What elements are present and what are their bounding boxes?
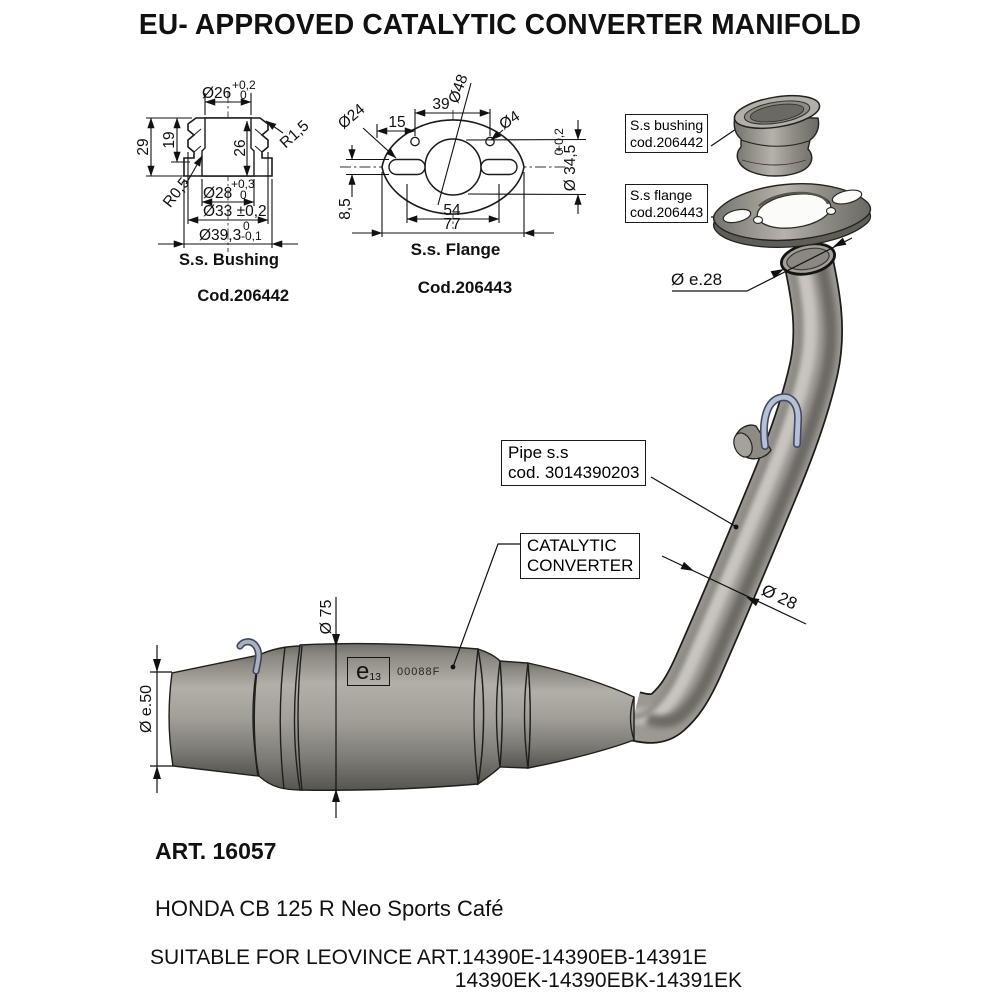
bushing-caption: S.s. Bushing Cod.206442 [179,251,289,305]
bushing-caption-line2: Cod.206442 [197,287,290,305]
pipe-render [615,242,843,744]
dim-bushing-base-tol-lo: -0,1 [241,229,262,243]
suitable-line1: SUITABLE FOR LEOVINCE ART.14390E-14390EB… [150,946,708,969]
dim-bushing-mid-dia: Ø33 ±0,2 [203,203,267,220]
bushing-caption-line1: S.s. Bushing [179,251,279,269]
dim-bushing-bore-tol-hi: +0,3 [231,177,255,191]
bushing-render-seam [740,139,810,147]
dim-bushing-radius-outer: R1,5 [277,117,313,152]
page-title: EU- APPROVED CATALYTIC CONVERTER MANIFOL… [138,9,862,41]
converter-tag-line2: CONVERTER [527,556,634,575]
dim-bushing-base-tol-hi: 0 [243,219,250,233]
dim-body-dia: Ø 75 [318,600,335,635]
bushing-render [733,94,821,177]
dim-flange-slot-offset: 8,5 [337,198,354,220]
converter-left-cap [252,645,303,791]
dim-bushing-bore-depth: 26 [232,139,249,156]
converter-tag: CATALYTIC CONVERTER [520,533,641,579]
bushing-groove-lines [193,128,263,153]
bushing-tag: S.s bushing cod.206442 [625,114,709,153]
converter-cone [527,662,635,769]
e-mark-approval-code: 00088F [397,665,441,678]
dim-flange-center-tol-hi: +0,2 [552,128,566,152]
dim-outlet-dia: Ø e.50 [138,685,155,733]
pipe-shading [615,255,837,728]
suitable-line2: 14390EK-14390EBK-14391EK [454,969,742,992]
dim-flange-width: 77 [443,216,460,233]
pipe-tag-line1: Pipe s.s [508,443,569,462]
bushing-render-seam2 [741,159,807,166]
flange-slot-right [480,158,518,176]
pipe-tag: Pipe s.s cod. 3014390203 [501,440,647,486]
flange-render-slot-right [831,189,863,205]
flange-render [712,183,872,249]
dim-pipe-dia: Ø 28 [759,581,800,614]
flange-small-hole-left [410,136,420,147]
flange-render-hole-shadow [758,191,830,207]
dim-bushing-bore-tol-lo: 0 [240,188,247,202]
bushing-tag-line1: S.s bushing [630,117,704,133]
dim-flange-center-tol-lo: 0 [552,148,566,155]
converter-render [168,642,635,791]
flange-drawing: Ø24 Ø48 Ø4 39 15 8,5 54 77 Ø 34,5 +0,2 0 [335,72,587,237]
dim-flange-center-dia: Ø 34,5 [562,145,579,192]
flange-render-slot-left [722,208,752,224]
spring-hooks [236,393,803,675]
pipe-tag-line2: cod. 3014390203 [508,463,640,482]
dim-flange-slot-dia: Ø24 [335,100,369,132]
converter-outlet-sleeve [168,654,260,777]
leader-dot [733,524,739,530]
assembly-dimension-arrows [153,121,847,802]
dim-flange-slot-span: 54 [443,202,461,219]
article-number: ART. 16057 [155,838,277,864]
converter-hook-icon [238,639,261,673]
dim-flange-hole-dia: Ø4 [496,108,523,134]
flange-tag: S.s flange cod.206443 [625,184,709,223]
flange-render-hole-right [825,207,837,215]
dim-flange-hole-span: 39 [432,96,449,113]
dim-bushing-top-tol-hi: +0,2 [232,78,256,92]
bushing-tag-line2: cod.206442 [630,133,704,150]
dim-bushing-height: 29 [135,138,152,155]
pipe-hook-icon [761,394,801,449]
leader-dot [450,664,456,670]
dim-bushing-base-dia: Ø39,3 [199,227,241,244]
dim-flange-center-dia-group: Ø 34,5 +0,2 0 [552,128,579,191]
dim-bushing-top-dia: Ø26 [202,85,231,102]
e-mark-number: 13 [369,671,382,683]
flange-caption-line1: S.s. Flange [410,240,501,259]
flange-tag-line2: cod.206443 [630,203,704,220]
bushing-dim-lines [146,93,298,248]
flange-center-hole [424,138,482,196]
bushing-drawing: Ø26 +0,2 0 29 19 26 R1,5 R0,5 Ø28 +0,3 0… [135,78,313,252]
flange-slot-left [388,158,426,176]
e-mark-letter: e [355,657,370,685]
bushing-render-hole [749,103,805,123]
flange-caption-line2: Cod.206443 [417,278,513,297]
model-name: HONDA CB 125 R Neo Sports Café [155,896,504,921]
flange-dim-lines [346,82,587,237]
converter-tag-line1: CATALYTIC [527,536,617,555]
flange-caption: S.s. Flange Cod.206443 [383,240,528,297]
bushing-bore [201,117,255,177]
pipe-bracket-face [733,432,753,458]
dim-flange-hole-offset: 15 [388,114,405,131]
dim-bushing-depth: 19 [161,131,178,148]
flange-render-hole-left [752,216,764,224]
dim-inlet-dia: Ø e.28 [671,270,722,289]
dim-bushing-top-tol-lo: 0 [240,88,247,102]
pipe-inlet-bore [786,247,830,271]
flange-tag-line1: S.s flange [630,187,693,203]
dim-bushing-bore-dia: Ø28 [203,185,232,202]
